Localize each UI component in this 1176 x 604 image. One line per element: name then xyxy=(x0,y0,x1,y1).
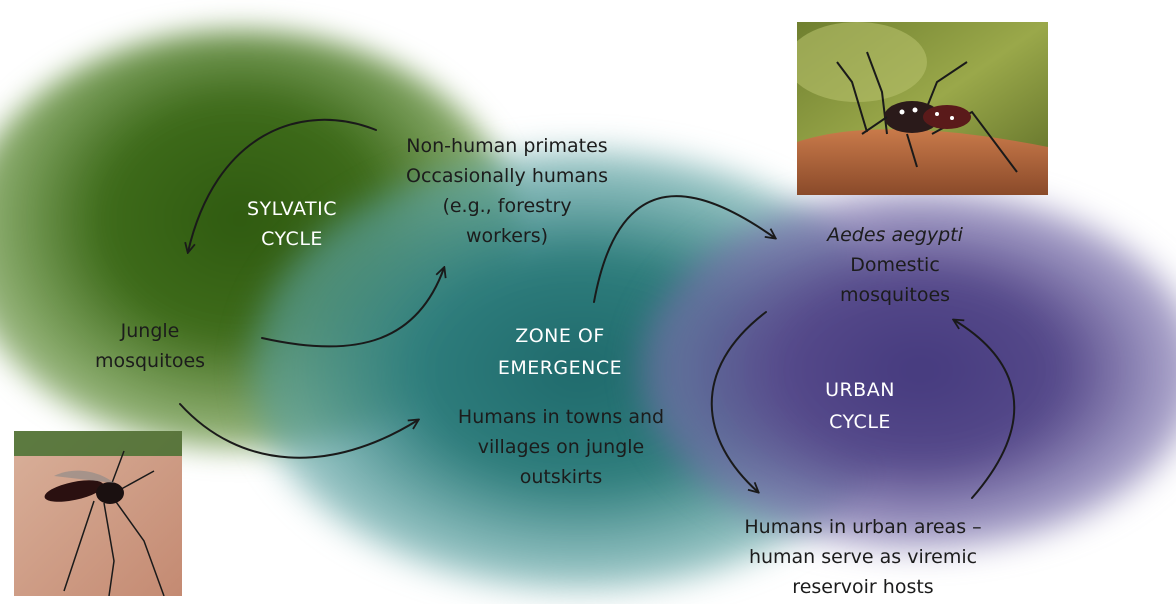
sylvatic-cycle-label: SYLVATIC CYCLE xyxy=(222,194,362,254)
arrow-jungle-to-primates xyxy=(262,268,444,346)
aedes-aegypti-node: Aedes aegypti Domestic mosquitoes xyxy=(795,220,995,310)
urban-cycle-label: URBAN CYCLE xyxy=(790,374,930,438)
arrow-aedes-to-urban-humans xyxy=(712,312,766,492)
primates-node: Non-human primates Occasionally humans (… xyxy=(375,131,639,251)
arrow-urban-humans-to-aedes xyxy=(954,320,1014,498)
urban-humans-node: Humans in urban areas – human serve as v… xyxy=(718,512,1008,602)
aedes-aegypti-photo xyxy=(797,22,1048,195)
jungle-mosquito-photo xyxy=(14,431,182,596)
emergence-humans-node: Humans in towns and villages on jungle o… xyxy=(430,402,692,492)
zone-of-emergence-label: ZONE OF EMERGENCE xyxy=(470,320,650,384)
jungle-mosquitoes-node: Jungle mosquitoes xyxy=(70,316,230,376)
arrow-jungle-to-emergence xyxy=(180,404,418,458)
